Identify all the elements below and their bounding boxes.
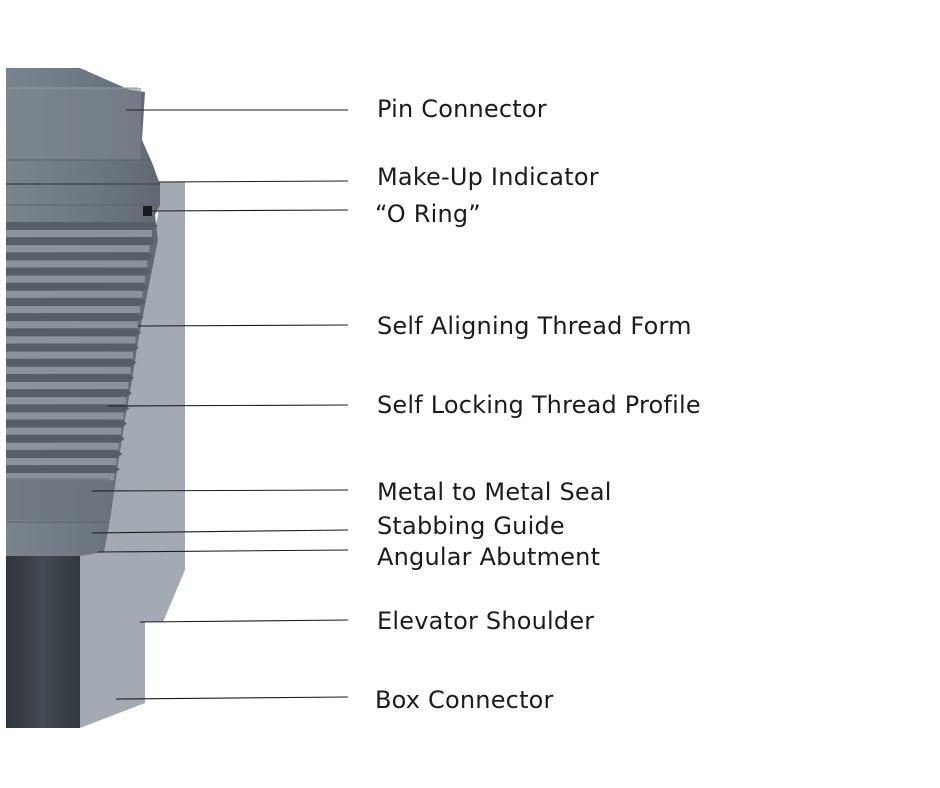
label-stabbing-guide: Stabbing Guide	[377, 512, 565, 540]
thread-root	[6, 412, 124, 420]
thread-tooth	[6, 404, 130, 413]
label-pin-connector: Pin Connector	[377, 95, 547, 123]
thread-root	[6, 427, 122, 435]
thread-root	[6, 382, 129, 389]
thread-tooth	[6, 237, 156, 246]
pin-head-band	[6, 88, 141, 160]
thread-root	[6, 366, 131, 374]
label-o-ring: “O Ring”	[375, 200, 481, 228]
thread-root	[6, 321, 138, 329]
leader-line-self-aligning-thread-form	[137, 324, 349, 327]
thread-root	[6, 290, 143, 298]
leader-line-make-up-indicator	[157, 180, 349, 183]
label-self-locking-thread-profile: Self Locking Thread Profile	[377, 391, 701, 419]
leader-line-elevator-shoulder	[139, 619, 349, 623]
leader-line-angular-abutment	[97, 549, 349, 553]
thread-tooth	[6, 222, 158, 230]
pin-bore	[6, 556, 80, 728]
thread-tooth	[6, 313, 144, 322]
thread-tooth	[6, 358, 137, 367]
thread-root	[6, 336, 136, 344]
label-box-connector: Box Connector	[375, 686, 554, 714]
thread-root	[6, 275, 145, 283]
thread-root	[6, 473, 114, 481]
leader-line-metal-to-metal-seal	[91, 489, 349, 492]
leader-line-self-locking-thread-profile	[107, 404, 349, 407]
label-self-aligning-thread-form: Self Aligning Thread Form	[377, 312, 692, 340]
thread-tooth	[6, 343, 139, 352]
box-connector-body	[80, 182, 185, 728]
thread-tooth	[6, 465, 120, 474]
thread-root	[6, 442, 119, 450]
thread-root	[6, 351, 133, 359]
thread-tooth	[6, 419, 128, 428]
label-metal-to-metal-seal: Metal to Metal Seal	[377, 478, 612, 506]
thread-root	[6, 397, 126, 405]
thread-tooth	[6, 298, 147, 306]
thread-group	[6, 222, 158, 481]
leader-line-group	[91, 109, 349, 700]
thread-tooth	[6, 252, 154, 261]
thread-tooth	[6, 389, 132, 398]
thread-root	[6, 306, 141, 313]
label-make-up-indicator: Make-Up Indicator	[377, 163, 599, 191]
metal-seal-band	[6, 478, 110, 520]
leader-line-stabbing-guide	[91, 529, 349, 534]
thread-root	[6, 245, 150, 253]
o-ring	[143, 206, 152, 216]
label-elevator-shoulder: Elevator Shoulder	[377, 607, 595, 635]
thread-tooth	[6, 267, 151, 276]
thread-root	[6, 230, 152, 237]
thread-root	[6, 260, 148, 268]
thread-tooth	[6, 450, 123, 458]
thread-tooth	[6, 328, 142, 337]
thread-tooth	[6, 374, 135, 382]
thread-root	[6, 458, 117, 465]
label-angular-abutment: Angular Abutment	[377, 543, 601, 571]
leader-line-o-ring	[151, 209, 349, 212]
thread-tooth	[6, 282, 149, 291]
thread-tooth	[6, 434, 125, 443]
leader-line-box-connector	[115, 696, 349, 700]
